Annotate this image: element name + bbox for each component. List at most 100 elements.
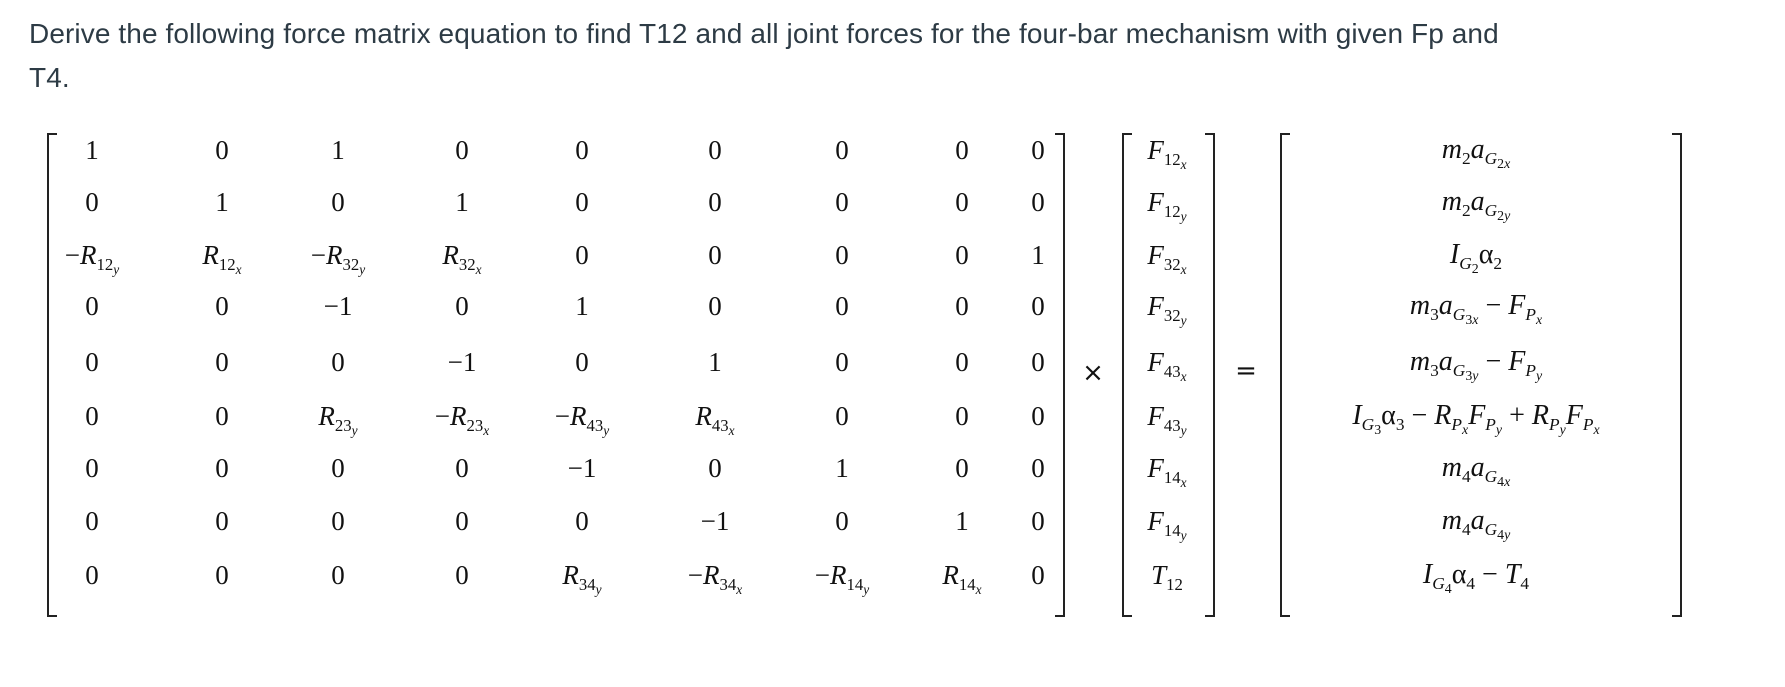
matrix-cell: 0 xyxy=(955,135,969,165)
matrix-cell: 0 xyxy=(575,240,589,270)
matrix-cell: 1 xyxy=(1031,240,1045,270)
matrix-cell: R43x xyxy=(695,401,735,438)
rhs-entry: m2aG2y xyxy=(1441,186,1511,225)
prompt-line-2: T4. xyxy=(29,62,70,93)
matrix-cell: 0 xyxy=(955,401,969,431)
unknowns-right-bracket xyxy=(1205,133,1215,617)
matrix-cell: −R34x xyxy=(687,560,743,597)
matrix-cell: 0 xyxy=(455,506,469,536)
matrix-cell: 0 xyxy=(215,560,229,590)
matrix-cell: −R43y xyxy=(554,401,610,438)
matrix-cell: 0 xyxy=(575,135,589,165)
matrix-cell: 0 xyxy=(1031,135,1045,165)
matrix-cell: 0 xyxy=(955,187,969,217)
matrix-cell: 0 xyxy=(835,240,849,270)
unknown-entry: F32y xyxy=(1147,291,1187,328)
rhs-entry: m2aG2x xyxy=(1441,134,1511,173)
matrix-cell: −1 xyxy=(447,347,477,377)
matrix-cell: 0 xyxy=(835,135,849,165)
matrix-cell: 0 xyxy=(331,453,345,483)
matrix-cell: 1 xyxy=(85,135,99,165)
matrix-cell: 0 xyxy=(955,291,969,321)
matrix-cell: 0 xyxy=(455,135,469,165)
matrix-cell: 0 xyxy=(215,135,229,165)
matrix-cell: 0 xyxy=(85,506,99,536)
matrix-cell: −R12y xyxy=(64,240,120,277)
matrix-cell: 0 xyxy=(215,453,229,483)
matrix-cell: −R14y xyxy=(814,560,870,597)
matrix-cell: 0 xyxy=(575,506,589,536)
rhs-entry: m4aG4y xyxy=(1441,505,1511,544)
rhs-entry: IG3α3 − RPxFPy + RPyFPx xyxy=(1352,400,1600,439)
matrix-cell: 0 xyxy=(455,560,469,590)
matrix-cell: 0 xyxy=(708,187,722,217)
matrix-cell: 0 xyxy=(1031,401,1045,431)
unknown-entry: F14x xyxy=(1147,453,1187,490)
matrix-cell: 0 xyxy=(1031,560,1045,590)
rhs-entry: IG2α2 xyxy=(1449,239,1503,278)
matrix-cell: 1 xyxy=(215,187,229,217)
matrix-cell: 0 xyxy=(708,291,722,321)
matrix-cell: 1 xyxy=(708,347,722,377)
matrix-cell: 0 xyxy=(215,401,229,431)
matrix-cell: 0 xyxy=(85,453,99,483)
matrix-cell: R12x xyxy=(202,240,242,277)
matrix-cell: 0 xyxy=(331,506,345,536)
matrix-cell: 0 xyxy=(1031,291,1045,321)
unknown-entry: F14y xyxy=(1147,506,1187,543)
matrix-cell: 0 xyxy=(85,347,99,377)
matrix-cell: 0 xyxy=(575,347,589,377)
matrix-cell: R14x xyxy=(942,560,982,597)
unknown-entry: F32x xyxy=(1147,240,1187,277)
rhs-entry: IG4α4 − T4 xyxy=(1422,559,1530,598)
rhs-entry: m3aG3y − FPy xyxy=(1409,346,1543,385)
rhs-left-bracket xyxy=(1280,133,1290,617)
matrix-cell: 0 xyxy=(835,401,849,431)
matrix-cell: −1 xyxy=(700,506,730,536)
matrix-cell: 0 xyxy=(85,560,99,590)
matrix-cell: 0 xyxy=(575,187,589,217)
matrix-cell: −R32y xyxy=(310,240,366,277)
matrix-cell: 0 xyxy=(331,187,345,217)
matrix-cell: 0 xyxy=(708,240,722,270)
matrix-cell: 0 xyxy=(835,291,849,321)
matrix-cell: R23y xyxy=(318,401,358,438)
matrix-cell: 0 xyxy=(1031,453,1045,483)
matrix-cell: 1 xyxy=(955,506,969,536)
prompt-line-1: Derive the following force matrix equati… xyxy=(29,18,1499,49)
matrix-cell: 0 xyxy=(331,560,345,590)
matrix-cell: −1 xyxy=(323,291,353,321)
matrix-cell: 0 xyxy=(455,291,469,321)
matrix-cell: 0 xyxy=(708,135,722,165)
unknown-entry: F12x xyxy=(1147,135,1187,172)
matrix-cell: 0 xyxy=(1031,187,1045,217)
equals-operator: = xyxy=(1235,356,1257,386)
matrix-cell: 0 xyxy=(708,453,722,483)
matrix-left-bracket xyxy=(47,133,57,617)
matrix-cell: 0 xyxy=(455,453,469,483)
matrix-cell: 0 xyxy=(85,401,99,431)
rhs-entry: m4aG4x xyxy=(1441,452,1511,491)
unknown-entry: F43x xyxy=(1147,347,1187,384)
matrix-cell: 1 xyxy=(455,187,469,217)
unknown-entry: F12y xyxy=(1147,187,1187,224)
matrix-cell: 0 xyxy=(215,347,229,377)
matrix-cell: 0 xyxy=(85,187,99,217)
matrix-cell: 0 xyxy=(955,240,969,270)
matrix-cell: 0 xyxy=(835,187,849,217)
matrix-cell: 0 xyxy=(955,453,969,483)
rhs-entry: m3aG3x − FPx xyxy=(1409,290,1543,329)
matrix-right-bracket xyxy=(1055,133,1065,617)
matrix-cell: 0 xyxy=(835,347,849,377)
matrix-cell: 0 xyxy=(85,291,99,321)
times-operator: × xyxy=(1082,358,1104,388)
matrix-cell: 1 xyxy=(331,135,345,165)
matrix-cell: 1 xyxy=(575,291,589,321)
matrix-cell: 0 xyxy=(955,347,969,377)
matrix-cell: 0 xyxy=(331,347,345,377)
matrix-cell: 0 xyxy=(1031,347,1045,377)
matrix-cell: 0 xyxy=(215,291,229,321)
matrix-cell: R32x xyxy=(442,240,482,277)
unknown-entry: F43y xyxy=(1147,401,1187,438)
